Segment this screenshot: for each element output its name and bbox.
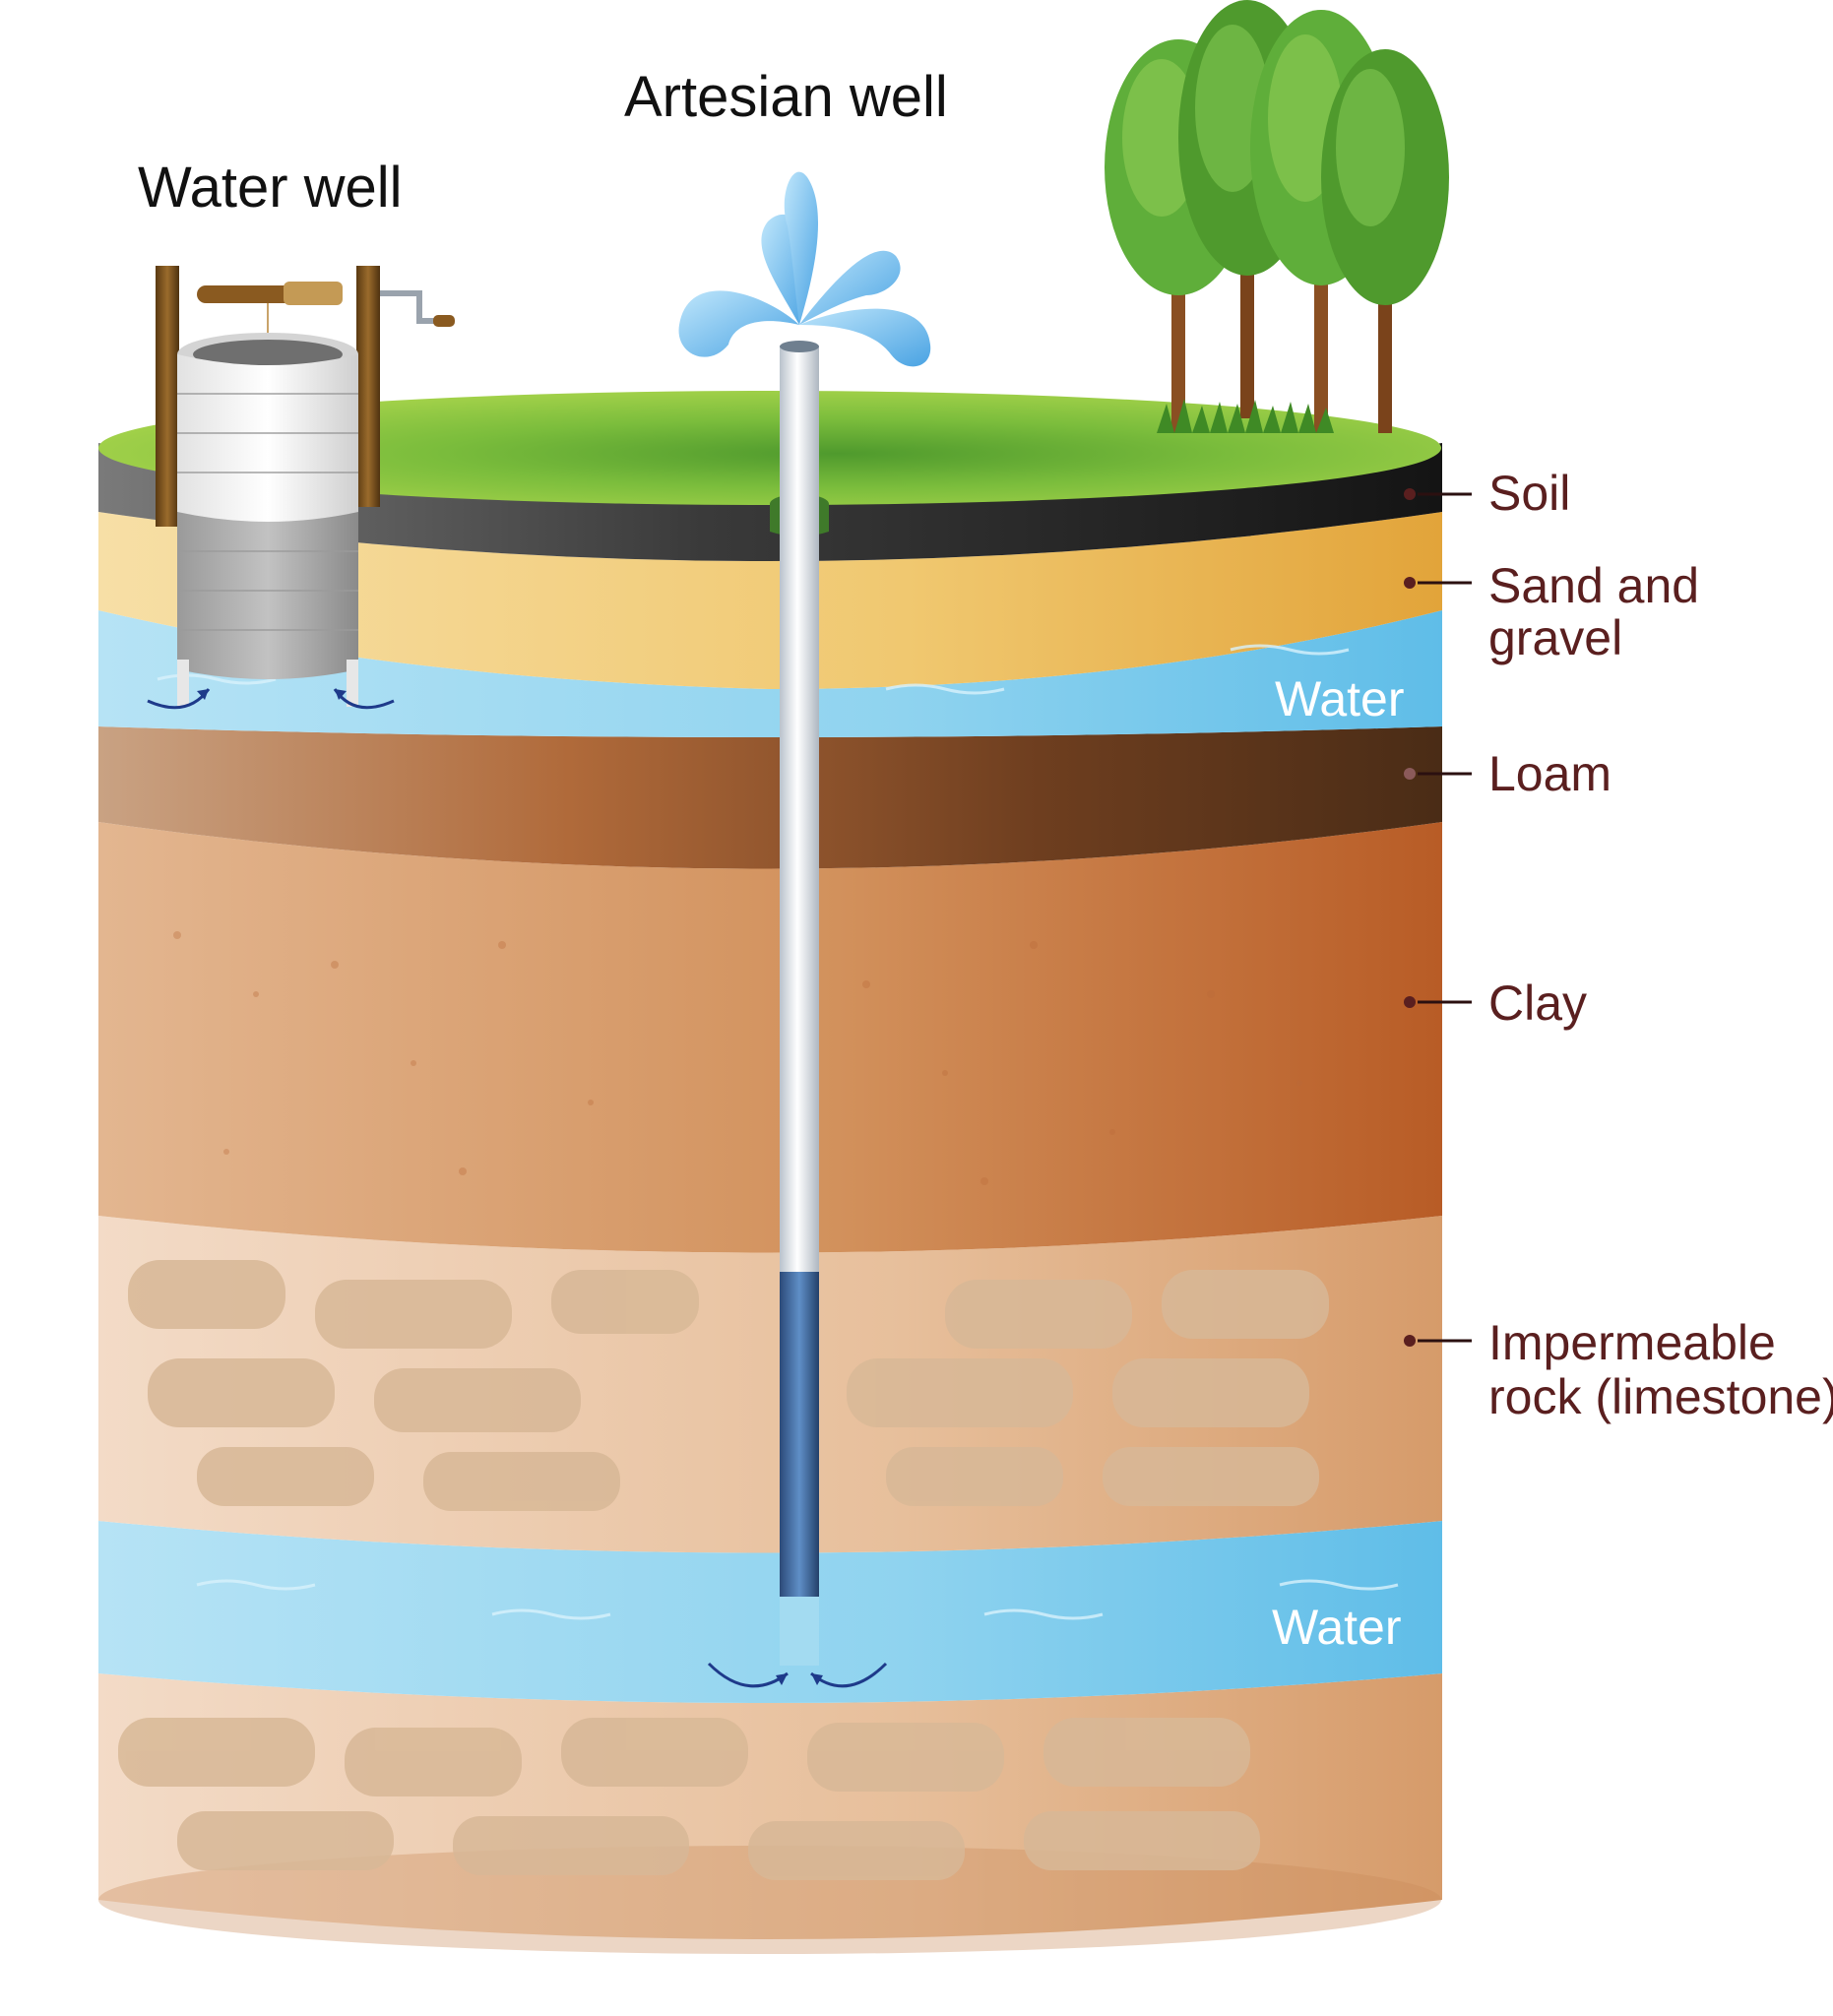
artesian-pipe xyxy=(780,346,819,1272)
artesian-pipe-submerged xyxy=(780,1272,819,1597)
soil-label: Soil xyxy=(1488,466,1570,521)
loam-label: Loam xyxy=(1488,746,1612,801)
sand-gravel-label-line2: gravel xyxy=(1488,610,1622,665)
clay-label: Clay xyxy=(1488,976,1587,1031)
sand-gravel-label-line1: Sand and xyxy=(1488,558,1699,613)
lower-water-label: Water xyxy=(1272,1600,1402,1655)
clay-layer xyxy=(98,822,1442,1253)
sand-gravel-layer xyxy=(98,512,1442,689)
impermeable-rock-label-line2: rock (limestone) xyxy=(1488,1369,1833,1424)
clay-speckles xyxy=(173,931,1302,1185)
impermeable-rock-label-line1: Impermeable xyxy=(1488,1315,1776,1370)
well-post-left xyxy=(156,266,179,527)
label-leaders xyxy=(1404,488,1472,1347)
loam-layer xyxy=(98,726,1442,869)
tree-icon xyxy=(1321,49,1449,433)
artesian-well-title: Artesian well xyxy=(624,65,948,129)
upper-water-label: Water xyxy=(1275,671,1405,726)
water-well-structure xyxy=(147,266,455,710)
upper-water-layer xyxy=(98,610,1442,737)
water-well-title: Water well xyxy=(138,156,403,220)
water-fountain-icon xyxy=(678,171,931,367)
well-post-right xyxy=(356,266,380,507)
water-ripples xyxy=(157,644,1399,1620)
limestone-stones xyxy=(118,1260,1329,1880)
trees xyxy=(1105,0,1449,433)
lower-water-layer xyxy=(98,1521,1442,1703)
artesian-well-structure xyxy=(678,171,931,1688)
grass-surface xyxy=(98,391,1441,505)
